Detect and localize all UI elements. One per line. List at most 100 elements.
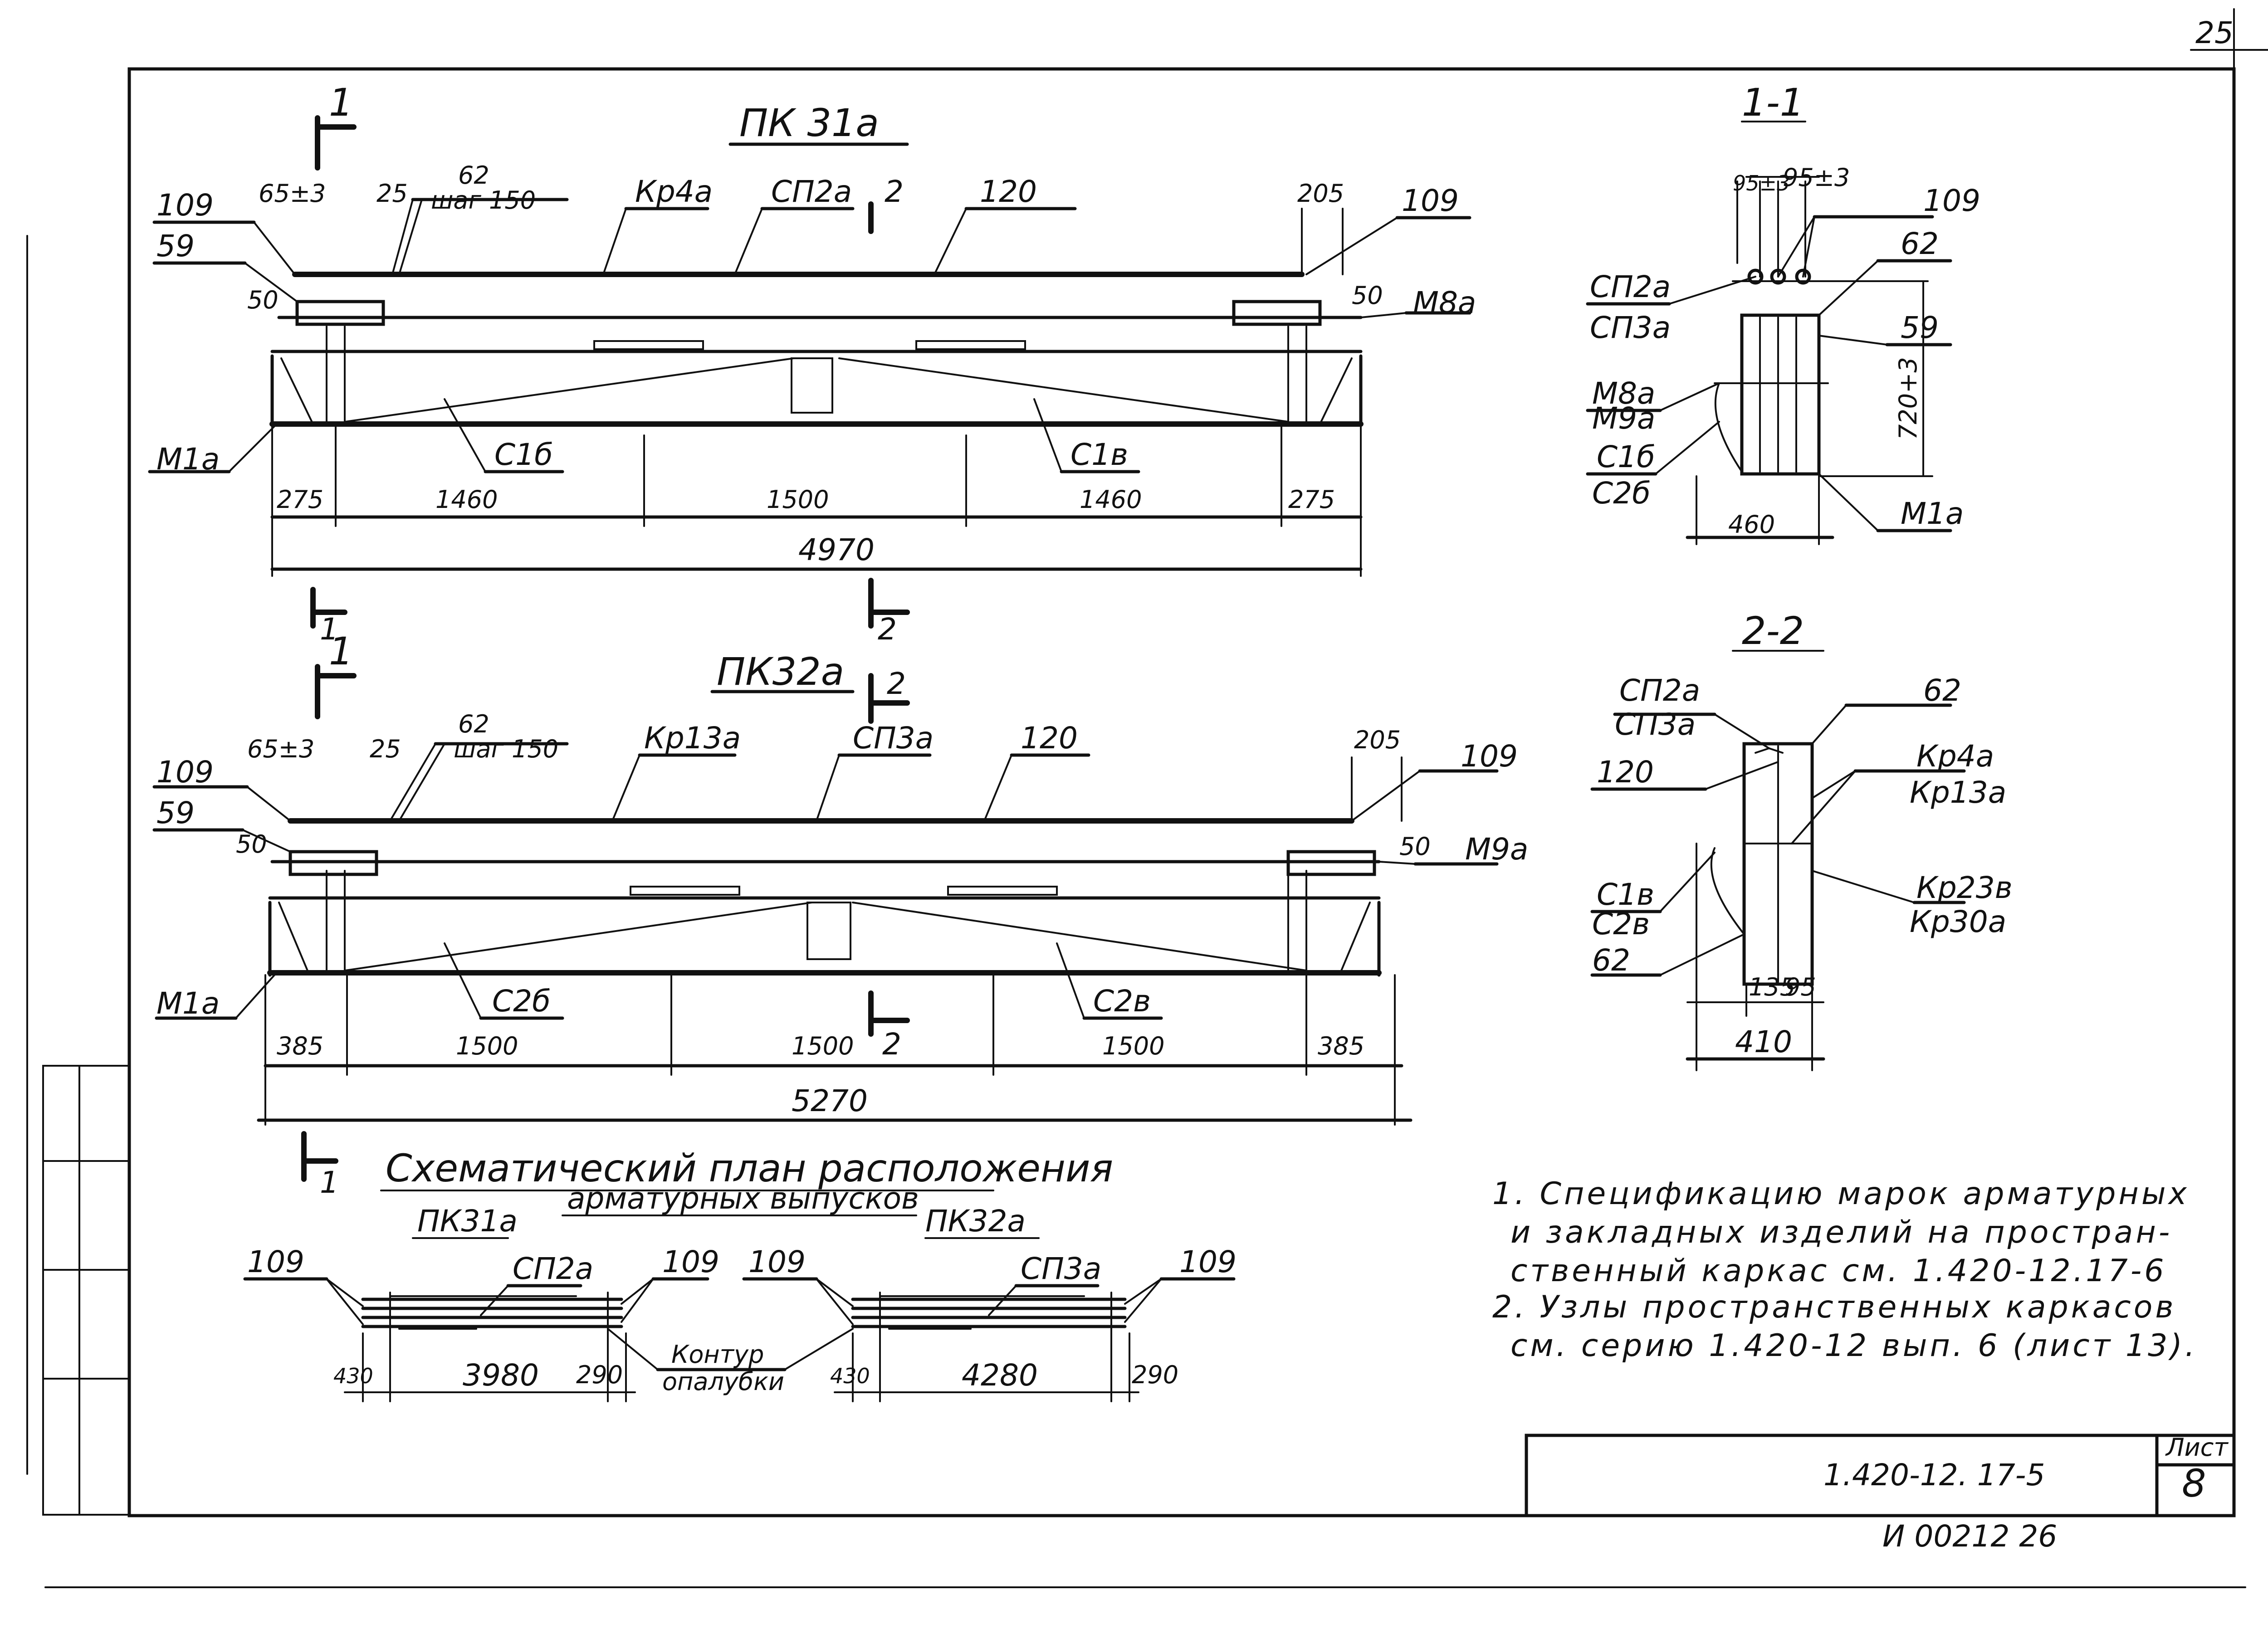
pk32a-span-mark-2: 2 [882, 1027, 901, 1062]
stamp-sheet-label: Лист [2165, 1433, 2229, 1462]
view-pk32a-title: ПК32а [717, 649, 844, 694]
pk31a-total: 4970 [798, 532, 875, 567]
pk31a-span-1460-right: 1460 [1080, 485, 1142, 514]
plan-title-line1: Схематический план расположения [386, 1146, 1113, 1190]
pk31a-callout-2: 2 [885, 174, 904, 209]
pk32a-callout-m9a: М9а [1465, 832, 1528, 867]
footer-code: И 00212 26 [1882, 1519, 2057, 1554]
pk31a-callout-c1v: С1в [1070, 437, 1128, 472]
section-1-1-label-sp2a: СП2а [1590, 269, 1671, 304]
pk32a-dim-25: 25 [370, 735, 401, 763]
section-2-2-label-kr13a: Кр13а [1910, 775, 2006, 810]
section-1-1-label-m9a: М9а [1592, 401, 1655, 436]
stamp-sheet-number: 8 [2182, 1461, 2206, 1506]
plan-contour-line1: Контур [671, 1340, 764, 1369]
note-line-1: 1. Спецификацию марок арматурных [1492, 1176, 2190, 1212]
pk31a-span-1500: 1500 [767, 485, 829, 514]
section-2-2-dim-135: 135 [1749, 973, 1795, 1001]
title-stamp [1525, 1434, 2236, 1517]
plan-left-dim-290: 290 [576, 1361, 623, 1389]
view-pk31a: ПК 31а 1 [148, 80, 1471, 629]
pk32a-callout-kr13a: Кр13а [644, 721, 741, 756]
pk31a-dim-50-left: 50 [247, 286, 279, 314]
plan-left-dim-430: 430 [333, 1364, 373, 1388]
pk31a-callout-120: 120 [980, 174, 1037, 209]
pk32a-span-1500-mid: 1500 [792, 1032, 854, 1060]
section-2-2-label-kr4a: Кр4а [1916, 739, 1994, 774]
pk31a-callout-sp2a: СП2а [771, 174, 852, 209]
pk32a-dim-step: шаг 150 [454, 735, 558, 763]
pk31a-dim-65: 65±3 [259, 179, 326, 208]
pk32a-callout-109-left: 109 [156, 755, 214, 790]
stamp-code: 1.420-12. 17-5 [1823, 1458, 2045, 1493]
plan-title-line2: арматурных выпусков [567, 1181, 919, 1216]
section-1-1-dim-460: 460 [1728, 510, 1775, 539]
pk32a-dim-50-right: 50 [1399, 832, 1431, 861]
section-2-2-title: 2-2 [1742, 609, 1804, 653]
section-1-1-label-62: 62 [1901, 226, 1939, 261]
note-line-4: 2. Узлы пространственных каркасов [1492, 1289, 2176, 1325]
section-1-1-label-m8a: М8а [1592, 376, 1655, 411]
pk32a-dim-62: 62 [458, 710, 489, 738]
section-1-1-dim-95-left: 95±3 [1733, 171, 1790, 195]
section-2-2 [1590, 650, 1966, 1071]
section-2-2-label-sp3a: СП3а [1615, 707, 1696, 742]
plan-right-label-109-b: 109 [1179, 1244, 1237, 1279]
section-mark-1-top: 1 [329, 80, 353, 125]
pk32a-span-1500-right: 1500 [1102, 1032, 1164, 1060]
section-1-1 [1586, 121, 1952, 545]
pk31a-span-275-left: 275 [277, 485, 323, 514]
section-1-1-dim-95-right: 95±3 [1783, 163, 1850, 192]
pk31a-dim-62: 62 [458, 161, 489, 190]
section-2-2-label-sp2a: СП2а [1619, 673, 1700, 708]
section-2-2-label-62-top: 62 [1923, 673, 1961, 708]
pk32a-dim-65: 65±3 [247, 735, 314, 763]
pk32a-callout-m1a: М1а [156, 986, 220, 1021]
plan-right-dim-430: 430 [830, 1364, 870, 1388]
section-2-2-label-c1v: С1в [1597, 877, 1654, 912]
section-2-2-label-c2v: С2в [1592, 907, 1650, 941]
pk32a-span-385-left: 385 [277, 1032, 323, 1060]
note-line-3: ственный каркас см. 1.420-12.17-6 [1510, 1253, 2167, 1289]
plan-right-label-sp3a: СП3а [1021, 1251, 1101, 1286]
section-1-1-label-m1a: М1а [1901, 496, 1964, 531]
pk31a-dim-step: шаг 150 [431, 186, 536, 215]
pk32a-span-385-right: 385 [1318, 1032, 1364, 1060]
section-2-2-dim-95: 95 [1785, 973, 1816, 1001]
plan-left-label-109-a: 109 [247, 1244, 304, 1279]
pk31a-span-275-right: 275 [1288, 485, 1335, 514]
plan-left-title: ПК31а [417, 1204, 518, 1239]
pk32a-section-mark-1-bottom: 1 [320, 1165, 339, 1200]
pk32a-callout-c2b: С2б [492, 984, 551, 1019]
pk31a-callout-109-left: 109 [156, 188, 214, 223]
plan-left-label-109-b: 109 [662, 1244, 719, 1279]
section-1-1-label-109: 109 [1923, 183, 1980, 218]
plan-contour-line2: опалубки [662, 1367, 784, 1396]
pk32a-callout-c2v: С2в [1093, 984, 1151, 1019]
note-line-2: и закладных изделий на простран- [1510, 1215, 2172, 1250]
pk31a-callout-kr4a: Кр4а [635, 174, 713, 209]
plan-left-dim-3980: 3980 [463, 1358, 539, 1393]
pk32a-callout-59: 59 [156, 795, 195, 830]
schematic-plan [243, 1190, 1236, 1402]
pk31a-dim-50-right: 50 [1352, 281, 1383, 310]
sheet-frame [26, 8, 2268, 1588]
pk32a-dim-205: 205 [1354, 726, 1401, 754]
plan-right-label-109-a: 109 [748, 1244, 806, 1279]
pk31a-callout-59: 59 [156, 229, 195, 263]
section-mark-1-bottom: 1 [320, 612, 339, 647]
section-1-1-label-c2b: С2б [1592, 476, 1651, 511]
pk31a-callout-c1b: С1б [494, 437, 553, 472]
pk32a-callout-109-right: 109 [1461, 739, 1518, 774]
pk32a-total: 5270 [792, 1083, 868, 1118]
section-1-1-label-sp3a: СП3а [1590, 310, 1671, 345]
pk31a-span-1460-left: 1460 [435, 485, 498, 514]
plan-right-title: ПК32а [925, 1204, 1026, 1239]
pk32a-callout-120: 120 [1021, 721, 1078, 756]
view-pk32a: ПК32а [152, 649, 1499, 1182]
pk31a-callout-109-right: 109 [1402, 183, 1459, 218]
pk32a-dim-50-left: 50 [236, 830, 267, 858]
section-1-1-label-c1b: С1б [1597, 439, 1655, 474]
note-line-5: см. серию 1.420-12 вып. 6 (лист 13). [1510, 1328, 2198, 1364]
